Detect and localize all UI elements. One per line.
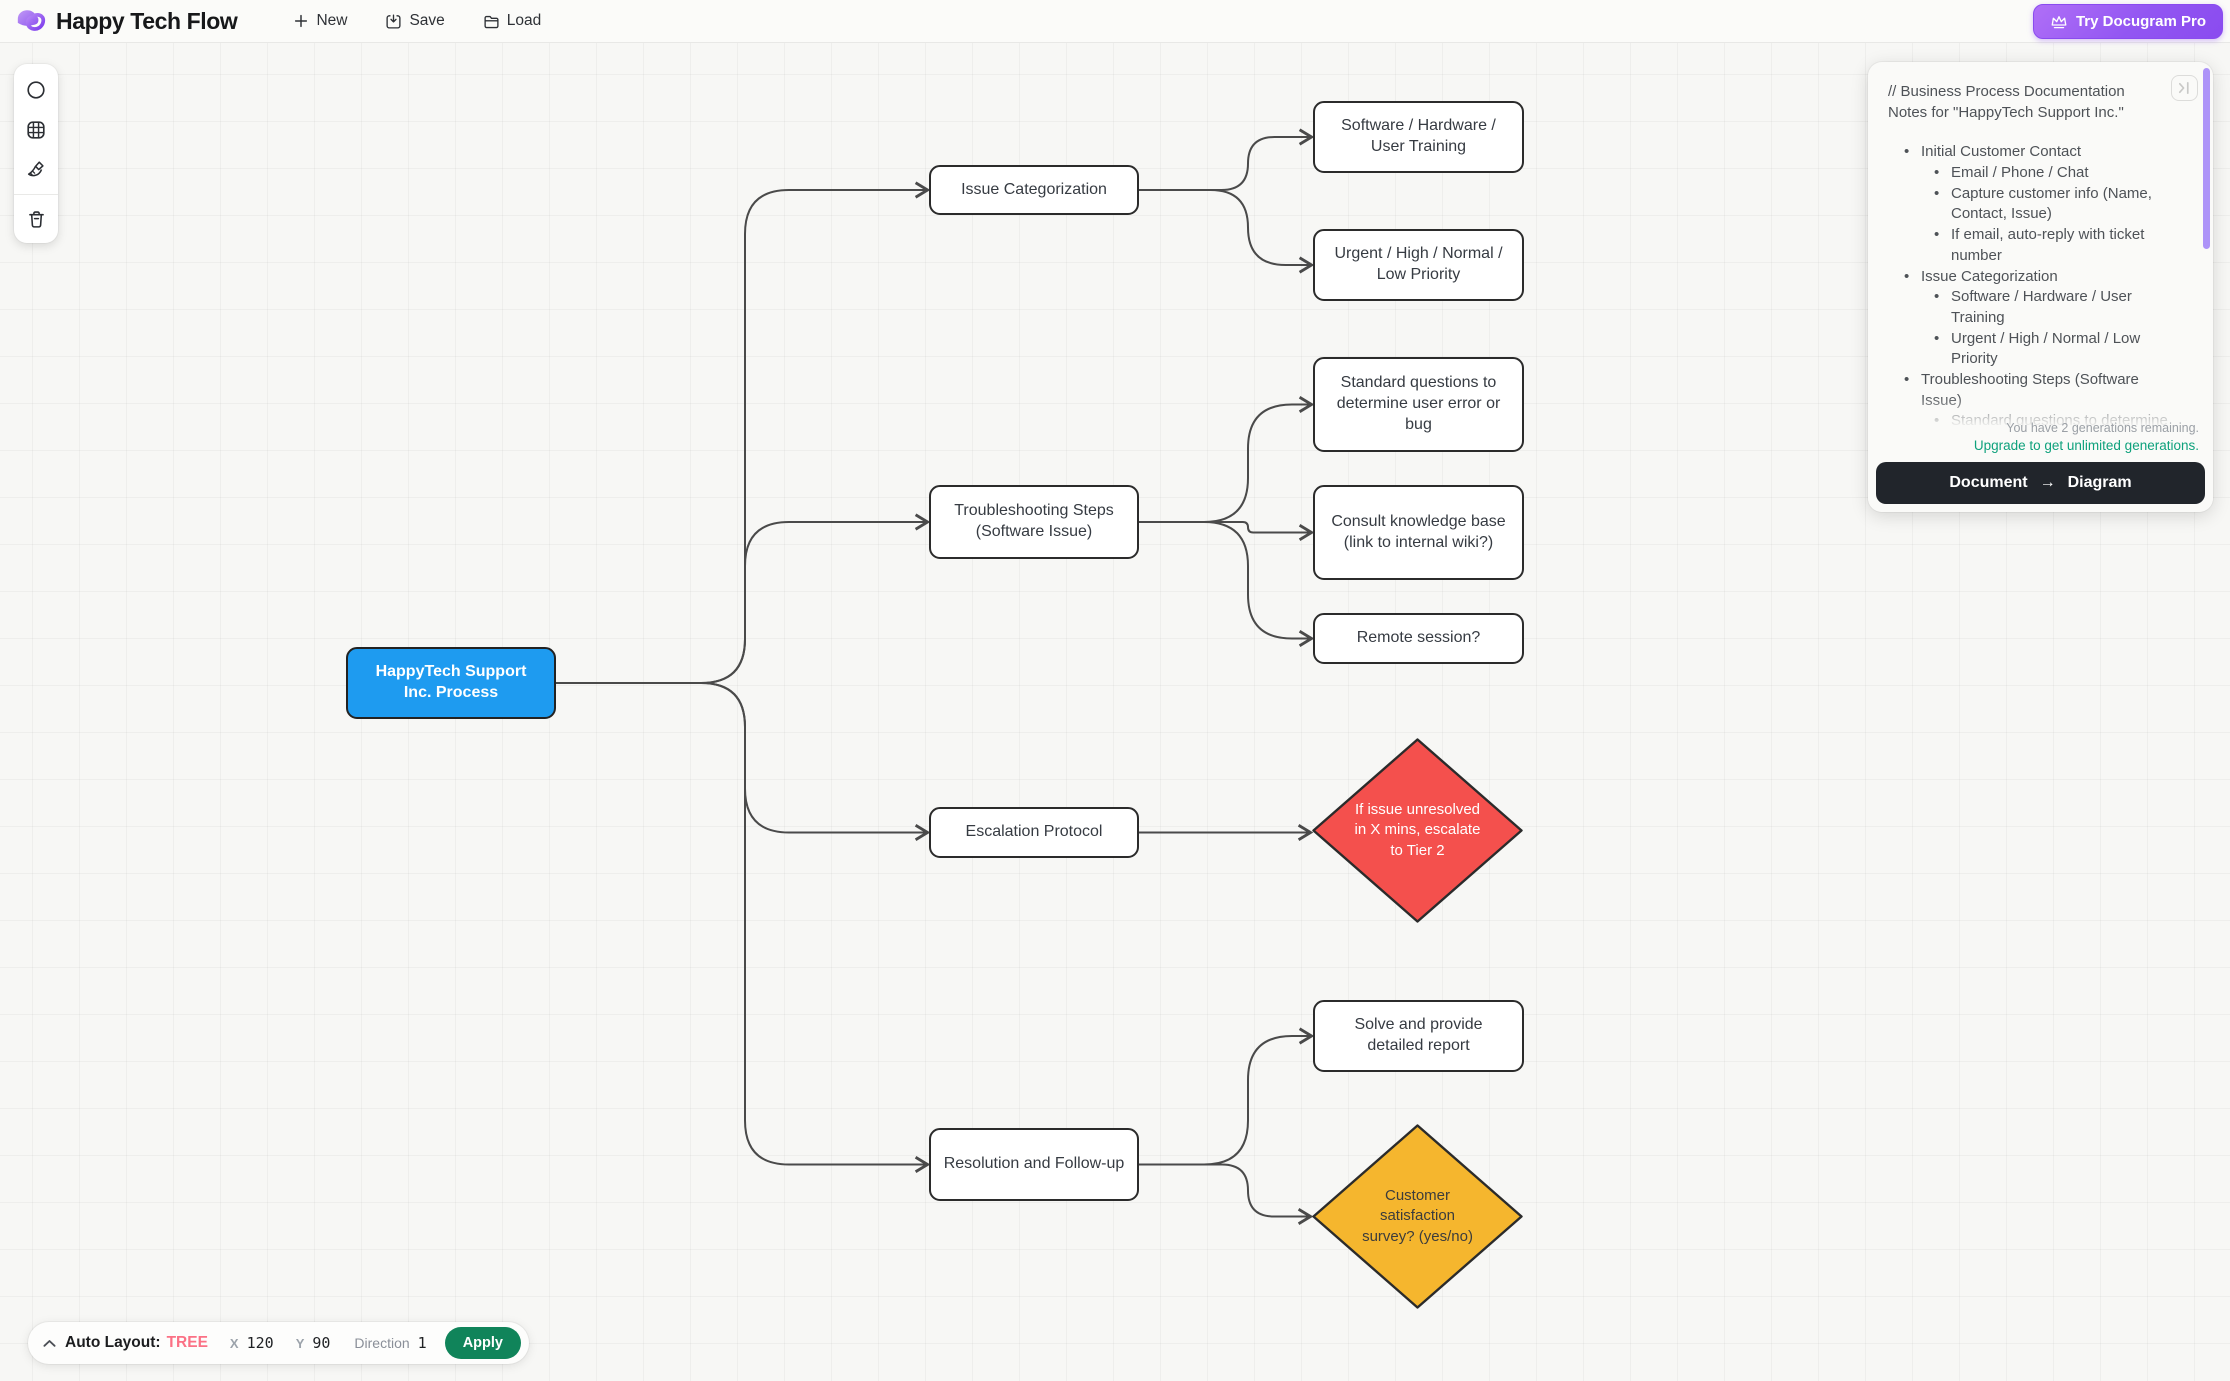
trash-tool-button[interactable]	[14, 199, 58, 239]
arrow-right-icon: →	[2039, 474, 2056, 491]
flow-edge-trouble-consult	[1139, 521, 1315, 541]
layout-mode-value[interactable]: TREE	[166, 1334, 208, 1351]
flow-node-label: Software / Hardware / User Training	[1341, 117, 1496, 155]
note-bullet-item: Capture customer info (Name, Contact, Is…	[1934, 184, 2183, 225]
note-bullet-item: Urgent / High / Normal / Low Priority	[1934, 329, 2183, 370]
new-button[interactable]: New	[289, 6, 351, 36]
upgrade-link[interactable]: Upgrade to get unlimited generations.	[1973, 438, 2199, 453]
note-bullet-item: Initial Customer Contact	[1904, 142, 2183, 163]
broom-icon	[27, 161, 44, 177]
tool-separator	[14, 194, 58, 195]
collapse-layout-bar-button[interactable]	[43, 1339, 56, 1348]
convert-from-label: Document	[1949, 474, 2028, 491]
apply-layout-button[interactable]: Apply	[444, 1327, 521, 1359]
app-logo-icon	[17, 10, 46, 31]
flow-node-label: If issue unresolved in X mins, escalate …	[1354, 800, 1481, 859]
flow-node-remote[interactable]: Remote session?	[1313, 613, 1524, 664]
try-pro-button[interactable]: Try Docugram Pro	[2032, 4, 2223, 39]
notes-panel-footer: You have 2 generations remaining. Upgrad…	[1868, 395, 2213, 512]
document-to-diagram-button[interactable]: Document → Diagram	[1876, 462, 2205, 504]
circle-tool-button[interactable]	[14, 70, 58, 110]
direction-label: Direction	[354, 1335, 410, 1351]
flow-node-label: Issue Categorization	[961, 180, 1107, 198]
save-button[interactable]: Save	[381, 6, 448, 36]
flow-node-trouble[interactable]: Troubleshooting Steps (Software Issue)	[929, 485, 1139, 559]
flow-node-label: HappyTech Support Inc. Process	[375, 663, 527, 701]
app-title: Happy Tech Flow	[56, 7, 238, 34]
flow-node-escalation[interactable]: Escalation Protocol	[929, 807, 1139, 858]
flow-edge-resolution-survey	[1139, 1163, 1314, 1225]
flow-node-label: Standard questions to determine user err…	[1336, 374, 1501, 433]
load-button[interactable]: Load	[479, 6, 545, 36]
try-pro-label: Try Docugram Pro	[2075, 13, 2206, 30]
flow-edge-root-trouble	[556, 513, 931, 684]
flow-node-label: Consult knowledge base (link to internal…	[1331, 512, 1506, 551]
flow-node-resolution[interactable]: Resolution and Follow-up	[929, 1128, 1139, 1201]
auto-layout-bar: Auto Layout: TREE X 120 Y 90 Direction 1…	[28, 1322, 529, 1364]
app-header: Happy Tech Flow New Save Load Try Docugr…	[0, 0, 2230, 43]
x-spacing-label: X	[229, 1335, 239, 1351]
flow-edge-trouble-remote	[1139, 521, 1315, 647]
new-button-label: New	[316, 12, 348, 29]
collapse-panel-icon	[2178, 82, 2189, 94]
grid-tool-button[interactable]	[14, 110, 58, 150]
folder-icon	[484, 15, 499, 28]
trash-icon	[28, 210, 44, 228]
auto-layout-label: Auto Layout:	[65, 1334, 161, 1351]
flow-node-softhw[interactable]: Software / Hardware / User Training	[1313, 101, 1524, 173]
generations-remaining-text: You have 2 generations remaining.	[2006, 421, 2199, 435]
notes-panel: // Business Process Documentation Notes …	[1868, 62, 2213, 512]
flow-edge-resolution-solve	[1139, 1027, 1315, 1166]
flow-node-label: Troubleshooting Steps (Software Issue)	[954, 502, 1114, 540]
flow-edge-trouble-standard	[1139, 396, 1315, 523]
chevron-up-icon	[43, 1339, 56, 1347]
direction-input[interactable]: 1	[417, 1334, 427, 1352]
flow-node-issue[interactable]: Issue Categorization	[929, 165, 1139, 215]
flow-edge-issue-urgent	[1139, 189, 1315, 274]
flow-node-label: Urgent / High / Normal / Low Priority	[1334, 245, 1503, 283]
flow-node-label: Remote session?	[1356, 629, 1481, 647]
diamond-shape	[1312, 1124, 1523, 1309]
panel-collapse-button[interactable]	[2171, 75, 2198, 101]
broom-tool-button[interactable]	[14, 150, 58, 190]
plus-icon	[295, 14, 308, 28]
flow-node-solve[interactable]: Solve and provide detailed report	[1313, 1000, 1524, 1072]
y-spacing-input[interactable]: 90	[312, 1334, 331, 1352]
notes-editor[interactable]: // Business Process Documentation Notes …	[1888, 82, 2183, 438]
circle-icon	[27, 81, 45, 99]
notes-title: // Business Process Documentation Notes …	[1888, 83, 2125, 121]
flow-node-consult[interactable]: Consult knowledge base (link to internal…	[1313, 485, 1524, 580]
convert-to-label: Diagram	[2067, 474, 2132, 491]
crown-icon	[2051, 15, 2067, 28]
diamond-shape	[1312, 738, 1523, 923]
y-spacing-label: Y	[295, 1335, 305, 1351]
flow-node-root[interactable]: HappyTech Support Inc. Process	[346, 647, 556, 719]
flow-node-label: Solve and provide detailed report	[1354, 1016, 1483, 1054]
flow-edge-root-issue	[556, 181, 931, 684]
note-bullet-item: Software / Hardware / User Training	[1934, 287, 2183, 328]
flow-edge-root-escalation	[556, 682, 931, 841]
flow-node-label: Escalation Protocol	[965, 823, 1103, 841]
flow-node-urgent[interactable]: Urgent / High / Normal / Low Priority	[1313, 229, 1524, 301]
flow-node-label: Customer satisfaction survey? (yes/no)	[1362, 1186, 1473, 1245]
flow-node-label: Resolution and Follow-up	[943, 1155, 1125, 1173]
note-bullet-item: Email / Phone / Chat	[1934, 163, 2183, 184]
flow-node-tier2[interactable]: If issue unresolved in X mins, escalate …	[1312, 738, 1523, 923]
x-spacing-input[interactable]: 120	[246, 1334, 274, 1352]
flow-node-standard[interactable]: Standard questions to determine user err…	[1313, 357, 1524, 452]
load-button-label: Load	[506, 12, 542, 29]
notes-scrollbar-thumb[interactable]	[2203, 68, 2210, 249]
grid-icon	[27, 121, 45, 139]
save-button-label: Save	[409, 12, 445, 29]
note-bullet-item: If email, auto-reply with ticket number	[1934, 225, 2183, 266]
note-bullet-item: Issue Categorization	[1904, 267, 2183, 288]
save-download-icon	[386, 13, 402, 29]
flow-node-survey[interactable]: Customer satisfaction survey? (yes/no)	[1312, 1124, 1523, 1309]
flow-edge-root-resolution	[556, 682, 931, 1173]
flow-edge-issue-softhw	[1139, 128, 1315, 191]
tool-palette	[14, 64, 58, 243]
notes-list: Initial Customer ContactEmail / Phone / …	[1888, 142, 2183, 432]
